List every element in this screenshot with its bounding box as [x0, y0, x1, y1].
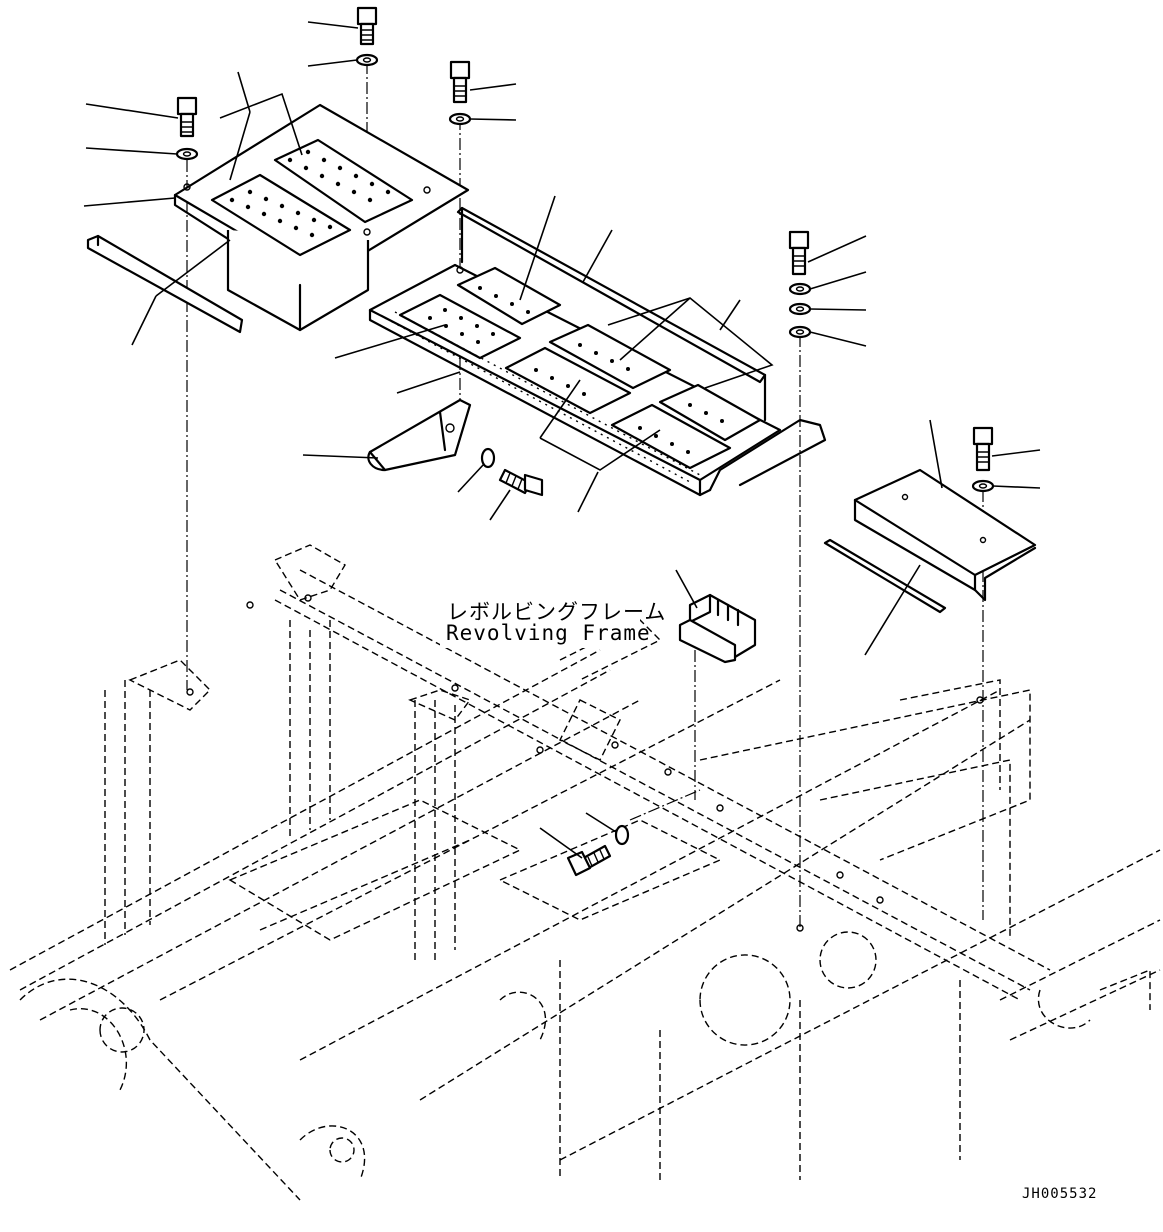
revolving-frame: [9, 544, 1161, 1201]
bolt-far-right: [972, 426, 994, 472]
bolt-right: [788, 230, 810, 276]
washer-left: [175, 147, 199, 161]
washers-right: [788, 282, 812, 339]
step-bracket: [367, 398, 472, 472]
left-rubber-strip: [86, 234, 244, 334]
bolt-lower: [566, 844, 612, 877]
right-cover: [853, 468, 1037, 602]
washer-lower: [614, 824, 630, 846]
frame-label-jp: レボルビングフレーム: [447, 600, 667, 624]
drawing-code: JH005532: [1022, 1186, 1098, 1202]
main-step-plate: [368, 206, 827, 497]
bolt-bracket: [498, 468, 544, 497]
washer-bracket: [480, 447, 496, 469]
right-rubber-strip: [823, 538, 947, 614]
left-step-cover: [173, 103, 470, 332]
frame-label-en: Revolving Frame: [446, 621, 651, 645]
leader-lines: [83, 21, 1041, 859]
washer-far-right: [971, 479, 995, 493]
step-block: [678, 593, 757, 664]
bolt-top-center: [356, 6, 378, 46]
bolt-left: [176, 96, 198, 138]
washer-mid: [448, 112, 472, 126]
washer-top-center: [355, 53, 379, 67]
bolt-mid: [449, 60, 471, 104]
